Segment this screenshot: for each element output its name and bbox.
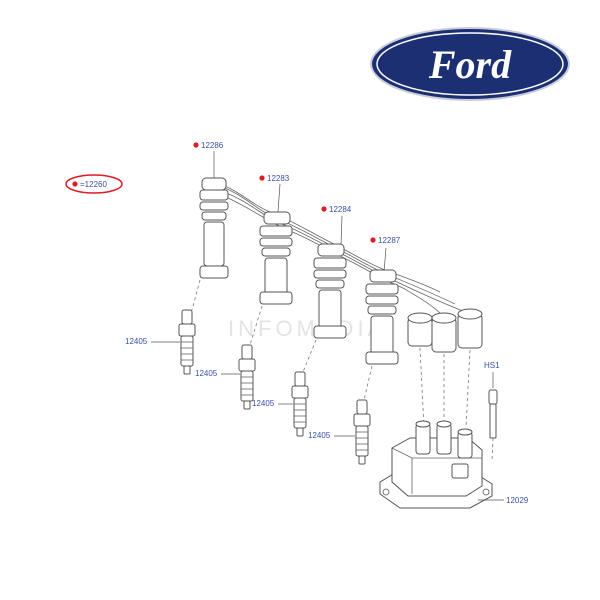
ignition-lead-2[interactable]: [249, 211, 293, 346]
callout-plug-3[interactable]: 12405: [252, 399, 293, 408]
watermark: INFOMEDIA: [228, 316, 386, 341]
callout-wire-4[interactable]: 12287: [370, 236, 401, 273]
callout-coil-label: 12029: [506, 496, 529, 505]
callout-wire-3-label: 12284: [329, 205, 352, 214]
spark-plug-4[interactable]: [353, 399, 371, 465]
ford-logo-text: Ford: [428, 42, 512, 87]
callout-main-set[interactable]: =12260: [65, 174, 123, 194]
spark-plug-3[interactable]: [291, 371, 309, 437]
callout-plug-2-label: 12405: [195, 369, 218, 378]
spark-plug-1[interactable]: [178, 309, 196, 375]
callout-hs-label: HS1: [484, 361, 500, 370]
callout-plug-4[interactable]: 12405: [308, 431, 355, 440]
ignition-coil[interactable]: [379, 420, 493, 509]
callout-wire-1-label: 12286: [201, 141, 224, 150]
callout-plug-3-label: 12405: [252, 399, 275, 408]
callout-wire-2[interactable]: 12283: [259, 174, 290, 213]
callout-main-set-label: =12260: [80, 180, 107, 189]
callout-plug-4-label: 12405: [308, 431, 331, 440]
callout-wire-3[interactable]: 12284: [321, 205, 352, 246]
spark-plug-2[interactable]: [238, 344, 256, 410]
callout-wire-1[interactable]: 12286: [193, 141, 224, 178]
ignition-lead-3[interactable]: [302, 243, 347, 373]
callout-plug-1-label: 12405: [125, 337, 148, 346]
ignition-lead-1[interactable]: [191, 177, 229, 311]
callout-wire-4-label: 12287: [378, 236, 401, 245]
callout-coil[interactable]: 12029: [478, 496, 529, 505]
callout-wire-2-label: 12283: [267, 174, 290, 183]
hs-part[interactable]: HS1: [484, 361, 500, 461]
ford-logo: Ford: [370, 27, 570, 101]
ignition-lead-4[interactable]: [363, 269, 399, 401]
callout-plug-2[interactable]: 12405: [195, 369, 240, 378]
callout-plug-1[interactable]: 12405: [125, 337, 180, 346]
coil-lead-boots: [407, 308, 483, 429]
